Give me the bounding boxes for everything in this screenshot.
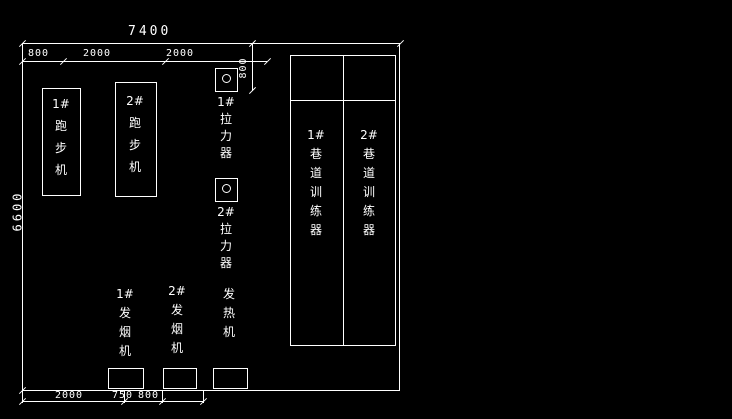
room-outline (22, 43, 400, 391)
right-vertical-dim-line (252, 43, 253, 91)
puller-2-rect (215, 178, 238, 202)
smoke-machine-2-label: 2#发烟机 (168, 284, 186, 355)
dim-total-width: 7400 (128, 24, 172, 39)
bottom-dimension-line (22, 401, 204, 402)
bottom-ext-line (203, 391, 204, 403)
dim-top-segment-2000b: 2000 (166, 48, 195, 59)
heater-label: 发热机 (222, 287, 235, 339)
dim-top-segment-2000a: 2000 (83, 48, 112, 59)
treadmill-2-label: 2#跑步机 (126, 94, 144, 174)
bottom-ext-line (162, 391, 163, 403)
treadmill-1-label: 1#跑步机 (52, 97, 70, 177)
dim-tick (396, 39, 405, 48)
dim-tick (199, 397, 208, 406)
tunnel-trainer-2-label: 2#巷道训练器 (360, 128, 378, 237)
dim-total-height: 6600 (10, 190, 25, 232)
tunnel-trainer-block (290, 55, 396, 346)
tunnel-trainer-top-line (291, 100, 395, 101)
smoke-machine-1-label: 1#发烟机 (116, 287, 134, 358)
dim-top-segment-800: 800 (28, 48, 50, 59)
puller-2-circle (222, 184, 231, 193)
bottom-ext-line (124, 391, 125, 403)
bottom-ext-line (22, 391, 23, 403)
tunnel-trainer-divider (343, 56, 344, 345)
top-dimension-line (22, 61, 267, 62)
treadmill-1-rect (42, 88, 81, 196)
puller-1-label: 1#拉力器 (217, 95, 235, 160)
dim-right-vertical-800: 800 (238, 57, 249, 79)
smoke-machine-1-rect (108, 368, 144, 389)
puller-1-rect (215, 68, 238, 92)
puller-1-circle (222, 74, 231, 83)
dim-bottom-segment-750: 750 (112, 390, 134, 401)
smoke-machine-2-rect (163, 368, 197, 389)
dim-bottom-segment-2000: 2000 (55, 390, 84, 401)
dim-bottom-segment-800: 800 (138, 390, 160, 401)
puller-2-label: 2#拉力器 (217, 205, 235, 270)
treadmill-2-rect (115, 82, 157, 197)
heater-rect (213, 368, 248, 389)
tunnel-trainer-1-label: 1#巷道训练器 (307, 128, 325, 237)
